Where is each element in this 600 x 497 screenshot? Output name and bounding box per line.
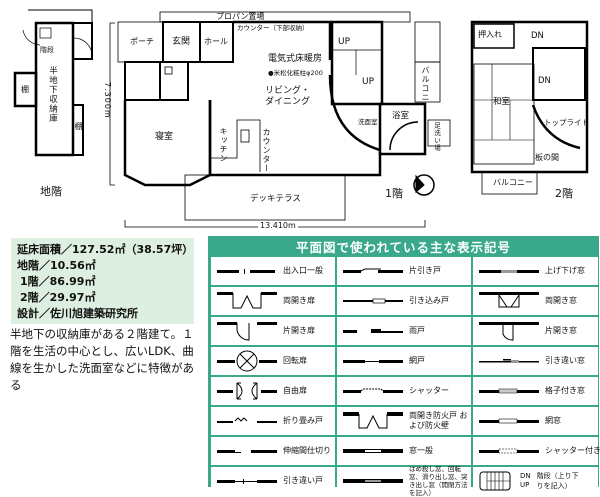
legend-item: はめ殺し窓、回転窓、滑り出し窓、突き出し窓（開閉方法を記入） [337,465,471,497]
entrance-label: 玄関 [172,37,191,47]
legend-item: 片開き窓 [473,317,598,345]
toplight-label: トップライト [544,118,589,127]
legend-item: 両開き窓 [473,287,598,315]
washroom-label: 洗面室 [358,118,378,126]
dimension-horizontal: 13.410m [258,221,298,230]
counter-label: カウンター [262,128,271,173]
legend-item: シャッター [337,377,471,405]
propane-label: プロパン置場 [216,12,265,21]
basement-stairs-label: 階段 [40,46,54,54]
window-symbol-icon [343,449,403,453]
screen-door-symbol-icon [343,360,403,363]
basement-area: 地階／10.56㎡ [17,259,96,272]
basement-floor-label: 地階 [40,185,62,198]
legend-item: 格子付き窓 [473,377,598,405]
sliding-door-symbol-icon [217,479,277,484]
legend-item: 回転扉 [211,347,335,375]
japanese-room-label: 和室 [493,97,511,107]
spec-box: 延床面積／127.52㎡（38.57坪） 地階／10.56㎡ 1階／86.99㎡… [11,238,194,324]
double-window-symbol-icon [479,292,539,308]
dn-label-1: DN [531,31,544,41]
legend-item: 片開き扉 [211,317,335,345]
bathroom-label: 浴室 [392,111,410,121]
stairs-symbol-icon [479,471,511,491]
dn-label-2: DN [538,76,551,86]
second-floor-area: 2階／29.97㎡ [20,291,96,304]
dimension-vertical: 7.300m [103,82,112,119]
counter-storage-label: カウンター（下部収納） [237,24,309,32]
basement-storage-label: 半地下収納庫 [47,66,58,123]
shutter-window-symbol-icon [479,448,539,454]
deck-terrace-label: デッキテラス [250,194,301,204]
fire-door-symbol-icon [343,412,403,429]
folding-door-symbol-icon [217,417,277,423]
fixed-window-symbol-icon [343,479,403,483]
screen-window-symbol-icon [479,418,539,424]
kitchen-label: キッチン [219,127,228,163]
foot-wash-label: 足洗い場 [432,122,441,152]
storm-door-symbol-icon [343,329,403,333]
living-dining-label: リビング・ダイニング [265,86,311,107]
designer: 設計／佐川旭建築研究所 [17,307,138,320]
legend-item: 引き込み戸 [337,287,471,315]
pocket-door-symbol-icon [343,298,403,304]
legend-item: 折り畳み戸 [211,407,335,435]
floor-heating-label: 電気式床暖房 [268,54,323,64]
legend-item: 自由扉 [211,377,335,405]
floor-plan-area: 階段 半地下収納庫 棚 棚 地階 プロパン置場 ポーチ 玄関 ホール カウンター… [0,0,600,235]
hall-label: ホール [204,37,228,46]
legend-item: 窓一般 [337,437,471,465]
entrance-symbol-icon [217,269,275,274]
swing-door-symbol-icon [217,382,277,400]
legend-grid: 出入口一般 片引き戸 上げ下げ窓 両開き扉 引き込み戸 両開き窓 片開き扉 雨戸… [211,257,600,497]
revolving-door-symbol-icon [217,350,277,372]
lattice-window-symbol-icon [479,388,539,394]
double-door-symbol-icon [217,292,277,309]
legend-item: 引き違い戸 [211,467,335,495]
stairs-dn: DN [520,472,531,480]
2f-balcony-label: バルコニー [493,178,533,187]
single-window-symbol-icon [479,322,539,341]
single-door-symbol-icon [217,322,277,341]
legend-item: 伸縮間仕切り [211,437,335,465]
legend-item: シャッター付き窓 [473,437,600,465]
symbol-legend: 平面図で使われている主な表示記号 出入口一般 片引き戸 上げ下げ窓 両開き扉 引… [208,236,600,497]
sash-window-symbol-icon [479,270,539,273]
accordion-partition-symbol-icon [217,450,277,453]
column-label: ●米松化粧柱φ200 [268,69,323,77]
wood-floor-room-label: 板の間 [535,153,559,162]
2f-floor-label: 2階 [555,187,573,200]
closet-label: 押入れ [478,30,502,39]
single-sliding-door-symbol-icon [343,268,403,273]
1f-balcony-label: バルコニー [421,66,430,111]
shutter-symbol-icon [343,388,403,393]
legend-item: 雨戸 [337,317,471,345]
description: 半地下の収納庫がある２階建て。１階を生活の中心とし、広いLDK、曲線を生かした洗… [10,327,194,392]
stairs-up: UP [520,481,530,489]
sliding-window-symbol-icon [479,359,539,363]
first-floor-area: 1階／86.99㎡ [20,275,96,288]
legend-item: 引き違い窓 [473,347,598,375]
legend-item: 出入口一般 [211,257,335,285]
legend-item: 両開き防火戸 および防火壁 [337,407,471,435]
up-label-2: UP [362,77,375,87]
up-label-1: UP [338,37,351,47]
bedroom-label: 寝室 [155,132,174,142]
legend-item: 上げ下げ窓 [473,257,598,285]
legend-item: 両開き扉 [211,287,335,315]
porch-label: ポーチ [130,37,154,46]
legend-item: 網戸 [337,347,471,375]
legend-title: 平面図で使われている主な表示記号 [295,240,511,255]
1f-floor-label: 1階 [385,187,403,200]
shelf-label-1: 棚 [21,85,29,94]
compass-north-icon [414,175,434,195]
legend-item: 片引き戸 [337,257,471,285]
legend-item: 網窓 [473,407,598,435]
shelf-label-2: 棚 [74,122,83,131]
total-area: 延床面積／127.52㎡（38.57坪） [17,243,194,256]
